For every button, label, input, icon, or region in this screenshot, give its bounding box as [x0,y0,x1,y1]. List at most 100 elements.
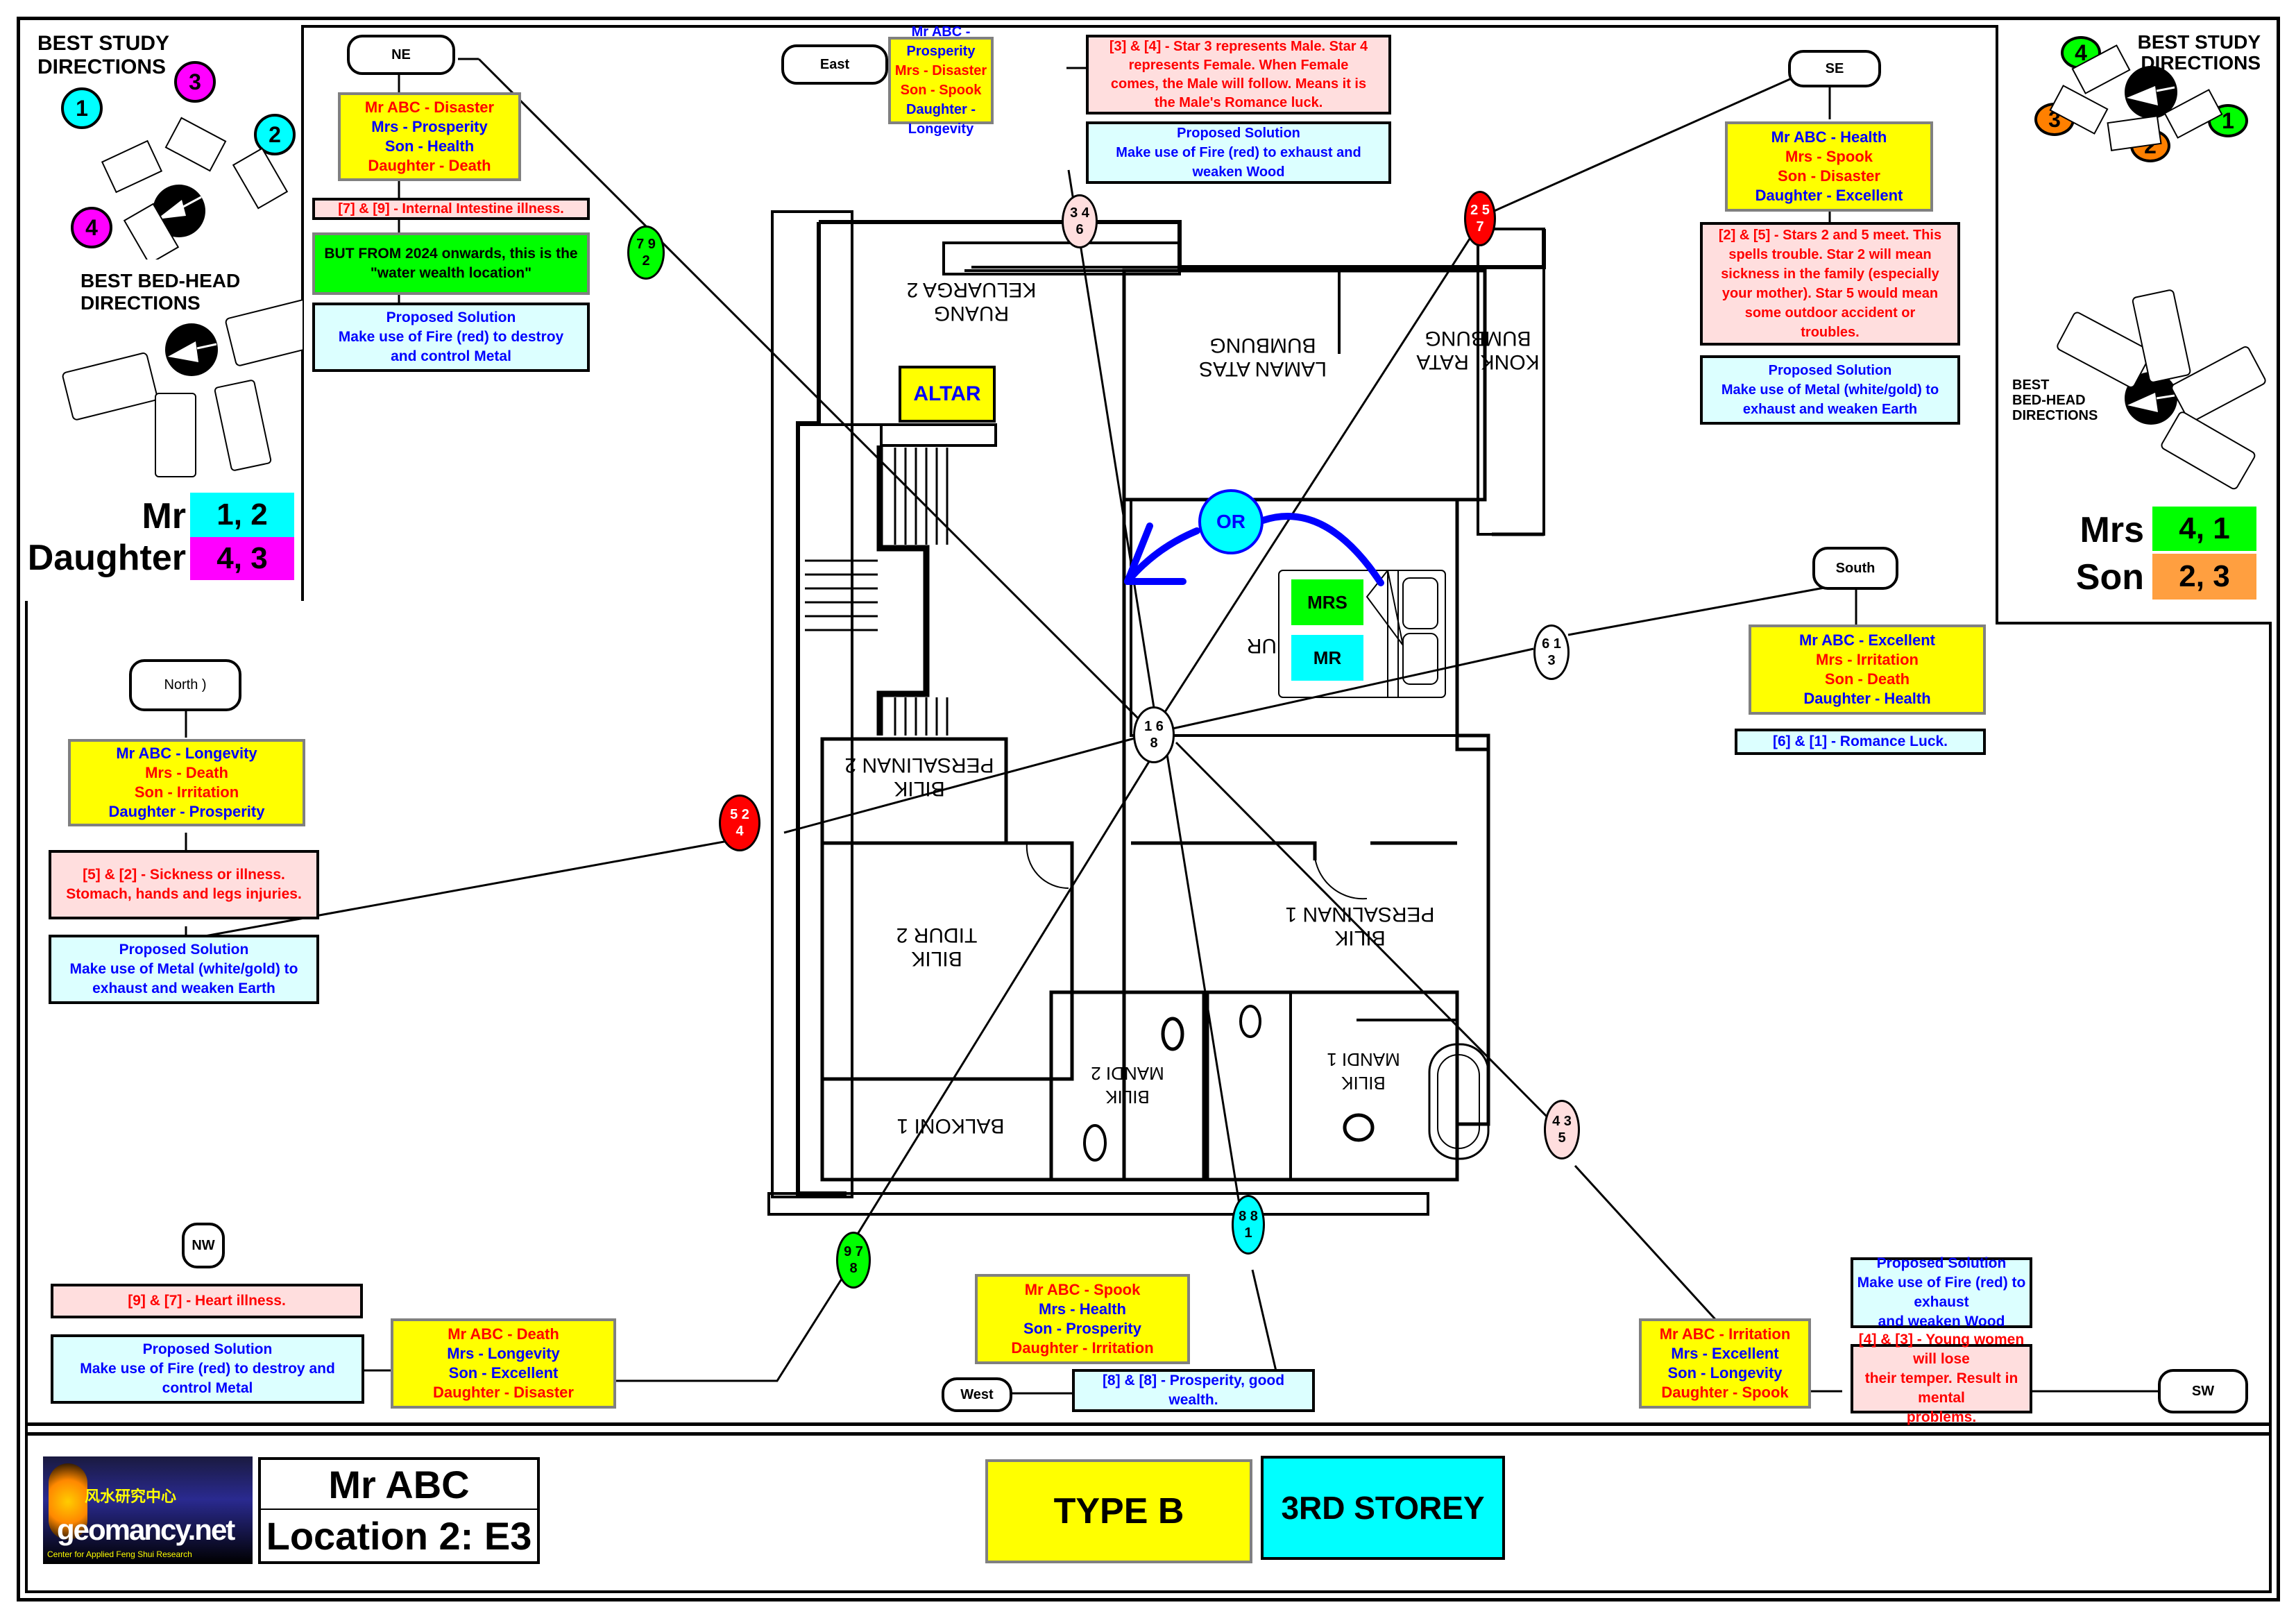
sector-label-ne[interactable]: NE [347,35,455,75]
se-axis-line [1157,214,1486,722]
west-axis-line [1164,745,1243,1222]
nw-fortune-daughter: Daughter - Disaster [433,1384,574,1401]
north-connector [124,838,736,952]
se-star-note: [2] & [5] - Stars 2 and 5 meet. This spe… [1700,222,1960,346]
east-fortune-mr: Mr ABC - Prosperity [906,24,976,59]
se-fortune-son: Son - Disaster [1778,167,1880,185]
west-star-bottom: 1 [1244,1225,1252,1241]
sector-label-north[interactable]: North ) [129,659,241,711]
south-axis-line [1172,647,1534,730]
west-star-right: 8 [1250,1209,1258,1224]
se-note-line: sickness in the family (especially [1721,266,1939,282]
stair-core [876,445,930,736]
logo-site-text: geomancy.net [57,1513,235,1546]
pillow-2 [1402,633,1438,685]
sw-note-line: [4] & [3] - Young women will lose [1858,1332,2025,1367]
ne-solution-box: Proposed Solution Make use of Fire (red)… [312,303,590,372]
center-star-bottom: 8 [1150,736,1158,751]
sector-label-sw[interactable]: SW [2158,1369,2248,1413]
title-location: Location 2: E3 [258,1509,540,1564]
east-note-line: [3] & [4] - Star 3 represents Male. Star… [1109,38,1368,54]
bed-position-mr[interactable]: MR [1291,635,1363,681]
right-bedhead-title-3: DIRECTIONS [2012,408,2098,423]
room-bilik-mandi-2: BILIK MANDI 2 [1082,1062,1173,1109]
ne-highlight-line1: BUT FROM 2024 onwards, this is the [324,246,578,262]
north-note-line1: [5] & [2] - Sickness or illness. [83,867,285,883]
room-bilik-mandi-1: BILIK MANDI 1 [1318,1048,1409,1095]
wall-north [819,220,1546,269]
south-star-note: [6] & [1] - Romance Luck. [1735,729,1986,755]
west-fortune-son: Son - Prosperity [1023,1320,1141,1337]
room-konk-rata-bumbung: KONK. RATA BUMBUNG [1402,326,1554,373]
north-fortune-son: Son - Irritation [134,783,239,801]
north-fortune-mrs: Mrs - Death [145,764,228,781]
sw-fortune-son: Son - Longevity [1667,1364,1783,1382]
right-bedhead-title-2: BED-HEAD [2012,393,2086,408]
bed [1278,570,1446,698]
right-bedhead-title-1: BEST [2012,377,2050,393]
sw-solution-box: Proposed Solution Make use of Fire (red)… [1851,1255,2032,1329]
bed-position-mrs[interactable]: MRS [1291,579,1363,625]
ne-fortune-mrs: Mrs - Prosperity [371,118,488,135]
east-note-line: represents Female. When Female [1128,57,1349,73]
ne-fortune-daughter: Daughter - Death [368,157,491,174]
east-solution-line1: Make use of Fire (red) to exhaust and [1116,145,1361,160]
west-fortune-box: Mr ABC - Spook Mrs - Health Son - Prospe… [975,1274,1190,1364]
north-star-note: [5] & [2] - Sickness or illness. Stomach… [49,850,319,919]
nw-star-bottom: 8 [849,1261,858,1276]
west-fortune-mr: Mr ABC - Spook [1024,1281,1141,1298]
sector-label-west[interactable]: West [942,1377,1012,1412]
sector-label-east[interactable]: East [781,44,888,85]
study-direction-2: 2 [254,114,296,155]
east-fortune-daughter: Daughter - Longevity [906,102,976,137]
north-fortune-daughter: Daughter - Prosperity [108,803,265,820]
se-fortune-mrs: Mrs - Spook [1785,148,1873,165]
north-star-right: 2 [741,807,749,822]
sector-label-south[interactable]: South [1812,547,1898,590]
ne-star-left: 7 [636,237,645,252]
wall-stair-outer [771,210,853,1198]
se-note-line: some outdoor accident or [1744,305,1916,321]
se-star-left: 2 [1470,203,1479,218]
north-note-line2: Stomach, hands and legs injuries. [66,886,302,902]
ne-star-circle: 7 9 2 [627,226,665,280]
basin-2 [1161,1017,1184,1051]
east-fortune-box: Mr ABC - Prosperity Mrs - Disaster Son -… [888,24,994,137]
altar-marker[interactable]: ALTAR [899,366,996,423]
north-star-circle: 5 2 4 [719,794,760,851]
basin-1 [1343,1113,1375,1142]
sw-solution-title: Proposed Solution [1876,1255,2007,1271]
west-note-line2: wealth. [1168,1392,1218,1408]
right-study-title-1: BEST STUDY [2137,31,2261,53]
east-star-circle: 3 4 6 [1062,194,1098,248]
room-label-line: TIDUR 2 [896,924,978,946]
wall-upper-strip [942,241,1181,275]
title-storey-badge: 3RD STOREY [1261,1456,1505,1560]
drawing-frame-outer [17,17,2280,1601]
wall-ledge [767,1192,1429,1216]
person-label-son: Son [2075,557,2144,597]
room-laman-atas-bumbung: LAMAN ATAS BUMBUNG [1180,333,1346,380]
toilet-2 [1083,1124,1107,1162]
west-star-circle: 8 8 1 [1232,1195,1265,1255]
sector-label-nw[interactable]: NW [182,1223,225,1268]
se-connector-curve [1484,71,1805,216]
room-bilik-persalinan-2: BILIK PERSALINAN 2 [836,753,1003,800]
person-direction-daughter: 4, 3 [190,537,294,580]
room-label-line: BILIK [1334,926,1386,949]
company-logo: 风水研究中心 geomancy.net Center for Applied F… [43,1456,253,1564]
sw-fortune-mr: Mr ABC - Irritation [1659,1325,1791,1343]
desk-icons [101,117,289,261]
person-label-mrs: Mrs [2080,510,2144,550]
se-solution-title: Proposed Solution [1768,363,1892,378]
ne-fortune-mr: Mr ABC - Disaster [364,99,495,116]
study-direction-1: 1 [61,87,103,129]
north-solution-line2: exhaust and weaken Earth [92,980,275,996]
sw-axis-line [1175,741,1556,1125]
room-label-line: KELUARGA 2 [906,278,1037,301]
east-star-bottom: 6 [1075,222,1084,237]
left-study-panel: BEST STUDY DIRECTIONS 1 3 2 4 [25,25,304,262]
nw-fortune-box: Mr ABC - Death Mrs - Longevity Son - Exc… [391,1318,616,1409]
sector-label-se[interactable]: SE [1788,50,1881,87]
west-fortune-daughter: Daughter - Irritation [1011,1339,1154,1357]
